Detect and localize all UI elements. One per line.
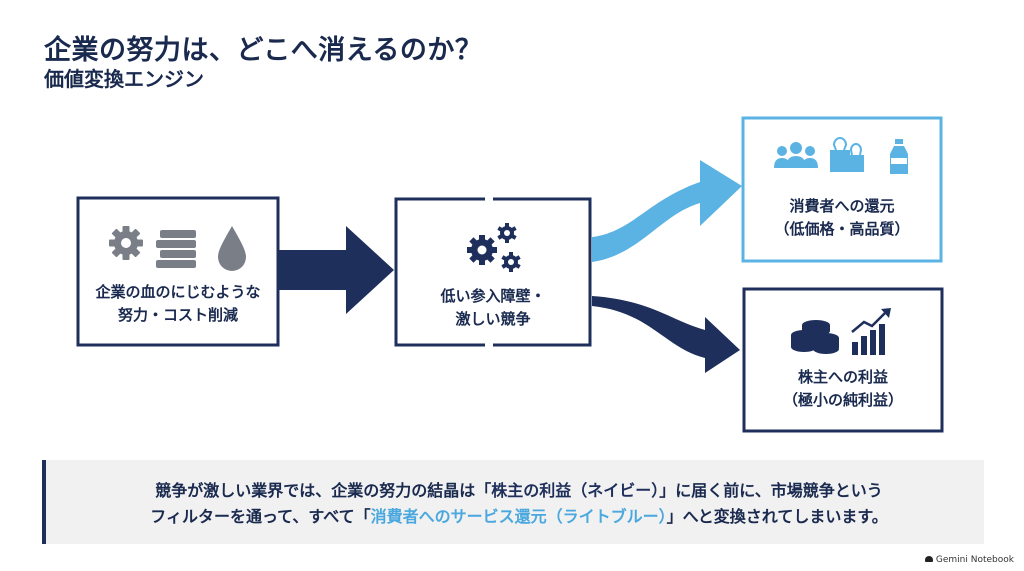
engine-box [394, 194, 592, 350]
books-icon [156, 230, 196, 268]
coins-icon [791, 320, 839, 354]
shareholder-box [742, 287, 944, 433]
highlight-consumer: 消費者へのサービス還元（ライトブルー） [370, 507, 667, 526]
brand-watermark: Gemini Notebook [924, 555, 1014, 565]
growth-chart-icon [851, 308, 891, 355]
page-subtitle: 価値変換エンジン [44, 67, 204, 91]
consumer-label: 消費者への還元 （低価格・高品質） [774, 197, 910, 238]
consumer-box [741, 116, 943, 263]
caption-line-2: フィルターを通って、すべて「消費者へのサービス還元（ライトブルー）」へと変換され… [150, 507, 888, 526]
page-title: 企業の努力は、どこへ消えるのか？ [44, 35, 483, 66]
bottle-icon [890, 139, 908, 174]
source-box [76, 196, 280, 347]
shareholder-label: 株主への利益 （極小の純利益） [782, 368, 903, 409]
engine-label: 低い参入障壁・ 激しい競争 [440, 287, 546, 328]
brand-icon [924, 556, 933, 562]
highlight-shareholder: 株主の利益（ネイビー） [491, 481, 660, 500]
shopping-bags-icon [830, 137, 864, 172]
gears-icon [467, 223, 521, 272]
flow-arrow-shareholder [592, 296, 740, 373]
drop-icon [218, 226, 246, 271]
caption-line-1: 競争が激しい業界では、企業の努力の結晶は「株主の利益（ネイビー）」に届く前に、市… [155, 481, 883, 500]
gear-icon [109, 226, 143, 260]
source-label: 企業の血のにじむような 努力・コスト削減 [95, 283, 261, 324]
people-icon [774, 142, 818, 168]
flow-arrow-input [279, 226, 394, 314]
flow-arrow-consumer [592, 160, 742, 262]
explanation-caption: 競争が激しい業界では、企業の努力の結晶は「株主の利益（ネイビー）」に届く前に、市… [42, 460, 984, 544]
